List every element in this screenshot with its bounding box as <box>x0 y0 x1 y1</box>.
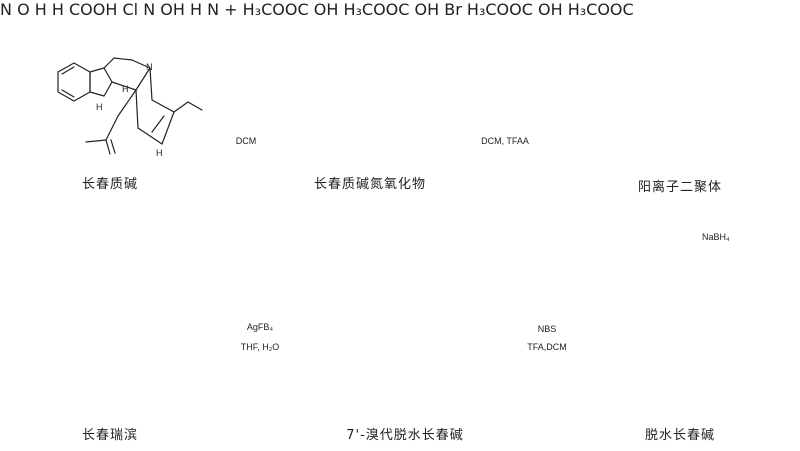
atom-h3cooc: H₃COOC <box>242 0 309 19</box>
structure-mcpba: COOH Cl <box>69 0 143 19</box>
atom-h: H <box>51 0 64 19</box>
atom-h: H <box>156 148 163 158</box>
label-anhydrovinblastine: 脱水长春碱 <box>644 428 715 443</box>
reagent-step4-bottom: TFA,DCM <box>527 342 567 352</box>
atom-br: Br <box>444 0 462 19</box>
atom-oh: OH <box>538 0 563 19</box>
atom-h3cooc: H₃COOC <box>567 0 634 19</box>
atom-n: N <box>0 0 12 19</box>
atom-nh-h: H <box>34 0 47 19</box>
charge-plus: + <box>224 0 238 19</box>
structure-anhydrovinblastine: H₃COOC OH <box>343 0 444 19</box>
atom-h3cooc: H₃COOC <box>466 0 533 19</box>
label-bromo-anhydrovinblastine: 7'-溴代脱水长春碱 <box>346 428 464 443</box>
structure-catharanthine: N H H H <box>57 57 203 158</box>
structure-vindoline: N OH H <box>143 0 207 19</box>
reagent-step2: DCM, TFAA <box>481 136 529 146</box>
structure-cationic-dimer: N + H₃COOC OH <box>207 0 343 19</box>
label-catharanthine: 长春质碱 <box>81 177 138 192</box>
atom-o: O <box>17 0 30 19</box>
reagent-step3: NaBH₄ <box>702 232 730 242</box>
label-vinorelbine: 长春瑞滨 <box>81 428 138 443</box>
atom-oh: OH <box>414 0 440 19</box>
label-cationic-dimer: 阳离子二聚体 <box>637 180 722 195</box>
atom-cl: Cl <box>122 0 139 19</box>
atom-n: N <box>146 62 153 72</box>
reagent-step4-top: NBS <box>537 324 557 334</box>
atom-cooh: COOH <box>69 0 118 19</box>
atom-n: N <box>143 0 156 19</box>
atom-h: H <box>189 0 203 19</box>
reagent-step5-top: AgFB₄ <box>246 322 274 332</box>
reagent-step5-bottom: THF, H₂O <box>240 342 280 352</box>
label-catharanthine-n-oxide: 长春质碱氮氧化物 <box>313 177 426 192</box>
atom-n-plus: N <box>207 0 220 19</box>
structure-bromo-anhydrovinblastine: Br H₃COOC OH <box>444 0 567 19</box>
atom-h: H <box>122 84 129 94</box>
structure-vinorelbine: H₃COOC <box>568 0 634 19</box>
atom-oh: OH <box>313 0 339 19</box>
atom-oh: OH <box>160 0 185 19</box>
atom-nh-h: H <box>96 102 103 112</box>
reagent-step1: DCM <box>235 136 257 146</box>
atom-h3cooc: H₃COOC <box>343 0 410 19</box>
structure-catharanthine-n-oxide: N O H H <box>0 0 69 19</box>
